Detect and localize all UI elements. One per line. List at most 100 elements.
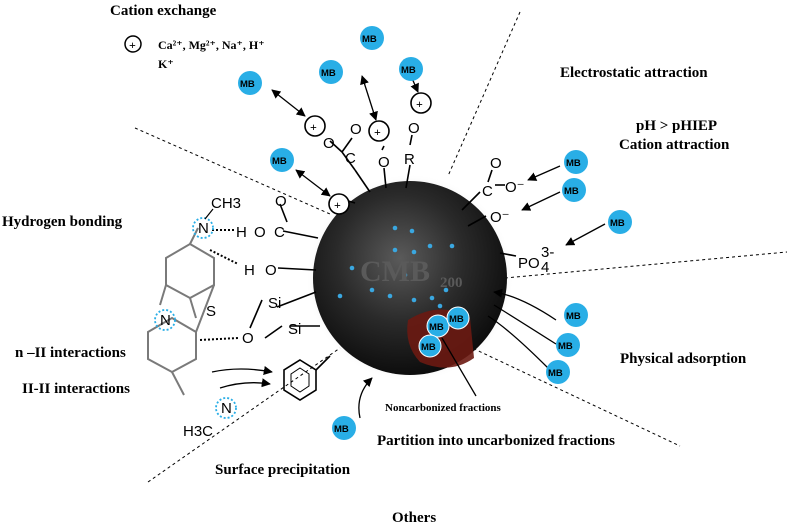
- mb-bubble: MB: [319, 60, 343, 84]
- chem-n-mid: N: [160, 312, 171, 329]
- plus-sign-2: +: [374, 125, 381, 139]
- chem-c-right: C: [482, 183, 493, 200]
- svg-text:MB: MB: [566, 158, 581, 169]
- chem-po4: PO: [518, 255, 540, 272]
- n-site-top-circle: [192, 217, 214, 239]
- chem-o-minus-1: O⁻: [505, 179, 525, 196]
- noncarbonized-pointer: [441, 337, 477, 397]
- svg-text:MB: MB: [566, 311, 581, 322]
- svg-text:MB: MB: [240, 79, 255, 90]
- divider-right-mid: [504, 251, 787, 279]
- chem-h-top-left: H: [236, 224, 247, 241]
- svg-text:MB: MB: [362, 34, 377, 45]
- cation-ion-list: Ca²⁺, Mg²⁺, Na⁺, H⁺: [158, 38, 265, 52]
- mb-bubble: MB: [546, 360, 570, 384]
- svg-text:MB: MB: [401, 65, 416, 76]
- mb-bubble: MB: [270, 148, 294, 172]
- cation-plus-circles: [304, 92, 432, 215]
- label-n-pi: n –II interactions: [15, 345, 126, 361]
- mb-bubble: MB: [562, 178, 586, 202]
- ch3-bond-top: [204, 208, 214, 220]
- mb-bubble: MB: [446, 306, 470, 330]
- label-surface-precipitation: Surface precipitation: [215, 462, 351, 478]
- chem-c-carboxyl-top: C: [345, 150, 356, 167]
- label-others: Others: [392, 510, 436, 523]
- label-hydrogen-bonding: Hydrogen bonding: [2, 214, 123, 230]
- chem-po4-sub: 4: [541, 259, 549, 276]
- mb-bubble: MB: [399, 57, 423, 81]
- partition-arrow: [358, 377, 373, 419]
- mb-bubble: MB: [332, 416, 356, 440]
- label-ph-condition: pH > pHIEP: [636, 118, 717, 134]
- chem-s-mb: S: [206, 303, 216, 320]
- chem-o-carboxyl-top: O: [323, 135, 335, 152]
- mb-bubble: MB: [360, 26, 384, 50]
- svg-text:MB: MB: [429, 322, 444, 333]
- chem-o-mid-left: O: [265, 262, 277, 279]
- plus-sign-4: +: [334, 198, 341, 212]
- surface-groups-left: [249, 203, 320, 339]
- mb-bubbles: MB MB MB MB MB MB MB MB MB MB MB MB MB M…: [238, 26, 632, 440]
- chem-si-2: Si: [288, 321, 301, 338]
- core-label: CMB: [360, 255, 430, 288]
- surface-groups-right: [461, 169, 517, 257]
- surface-groups-top: [329, 134, 413, 204]
- chem-po4-sup: 3-: [541, 244, 554, 261]
- cation-ion-list-k: K⁺: [158, 57, 174, 71]
- physical-adsorption-arrows: [487, 288, 557, 369]
- cation-plus-legend-sign: +: [129, 38, 136, 52]
- chem-o-minus-2: O⁻: [490, 209, 510, 226]
- benzene-bond: [315, 355, 331, 371]
- chem-ch3-top: CH3: [211, 195, 241, 212]
- label-noncarbonized: Noncarbonized fractions: [385, 402, 502, 414]
- svg-text:MB: MB: [449, 314, 464, 325]
- pi-pi-arrows: [211, 366, 273, 389]
- label-electrostatic: Electrostatic attraction: [560, 65, 708, 81]
- svg-text:MB: MB: [272, 156, 287, 167]
- chem-o-carbonyl-top: O: [350, 121, 362, 138]
- n-site-bottom-circle: [215, 397, 237, 419]
- chem-o-carbonyl-left: O: [275, 193, 287, 210]
- svg-text:MB: MB: [321, 68, 336, 79]
- chem-r-top: R: [404, 151, 415, 168]
- svg-text:MB: MB: [564, 186, 579, 197]
- mb-bubble: MB: [238, 71, 262, 95]
- chem-c-top-left: C: [274, 224, 285, 241]
- chem-h3c-bottom: H3C: [183, 423, 213, 440]
- label-cation-exchange: Cation exchange: [110, 3, 217, 19]
- svg-text:MB: MB: [610, 218, 625, 229]
- methylene-blue-molecule: [147, 227, 215, 396]
- chem-o-top-left: O: [254, 224, 266, 241]
- mb-bubble: MB: [556, 333, 580, 357]
- chem-o-top-3: O: [408, 120, 420, 137]
- sector-dividers: [134, 11, 787, 483]
- chem-o-top-2: O: [378, 154, 390, 171]
- cation-plus-legend: [124, 35, 142, 53]
- hydrogen-bond-dots: [199, 229, 239, 341]
- mb-bubble: MB: [608, 210, 632, 234]
- mb-bubble: MB: [418, 334, 442, 358]
- benzene-inner-ring: [290, 367, 310, 393]
- chem-n-top: N: [198, 220, 209, 237]
- chem-h-mid-left: H: [244, 262, 255, 279]
- svg-text:MB: MB: [558, 341, 573, 352]
- n-site-mid-circle: [154, 309, 176, 331]
- attraction-arrows: [521, 165, 606, 246]
- core-subscript: 200: [440, 275, 463, 291]
- svg-text:MB: MB: [334, 424, 349, 435]
- label-physical-adsorption: Physical adsorption: [620, 351, 747, 367]
- label-partition: Partition into uncarbonized fractions: [377, 433, 615, 449]
- benzene-ring: [283, 359, 317, 401]
- plus-sign-3: +: [416, 97, 423, 111]
- svg-text:MB: MB: [548, 368, 563, 379]
- divider-top-right: [447, 11, 521, 177]
- mb-bubble: MB: [564, 303, 588, 327]
- label-cation-attraction: Cation attraction: [619, 137, 730, 153]
- mb-bubble: MB: [564, 150, 588, 174]
- plus-sign-1: +: [310, 120, 317, 134]
- svg-text:MB: MB: [421, 342, 436, 353]
- mb-bubble: MB: [426, 314, 450, 338]
- chem-n-bottom: N: [221, 400, 232, 417]
